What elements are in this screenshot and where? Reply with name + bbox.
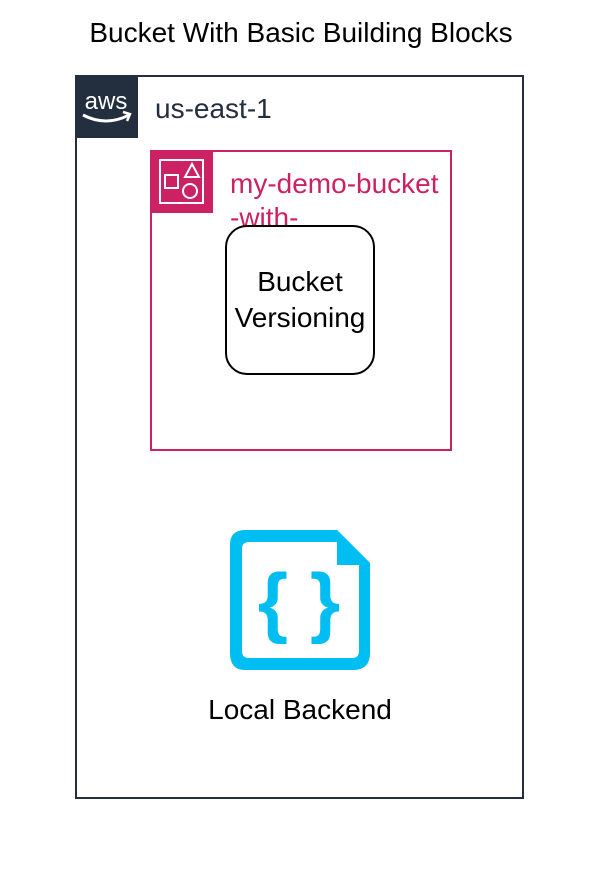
json-file-icon[interactable]: { } bbox=[225, 525, 375, 675]
aws-logo-text: aws bbox=[85, 88, 128, 115]
bucket-container[interactable] bbox=[150, 150, 452, 451]
bucket-versioning-node[interactable]: Bucket Versioning bbox=[225, 225, 375, 375]
bucket-label: my-demo-bucket-with- bbox=[230, 168, 439, 227]
region-container[interactable] bbox=[75, 75, 524, 799]
s3-bucket-shapes-icon bbox=[150, 150, 213, 213]
curly-braces-glyph: { } bbox=[258, 557, 340, 645]
aws-logo-icon: aws bbox=[75, 75, 138, 138]
bucket-versioning-label: Bucket Versioning bbox=[234, 266, 366, 333]
backend-label: Local Backend bbox=[208, 694, 392, 725]
diagram-title: Bucket With Basic Building Blocks bbox=[89, 17, 513, 48]
region-label: us-east-1 bbox=[155, 93, 272, 124]
